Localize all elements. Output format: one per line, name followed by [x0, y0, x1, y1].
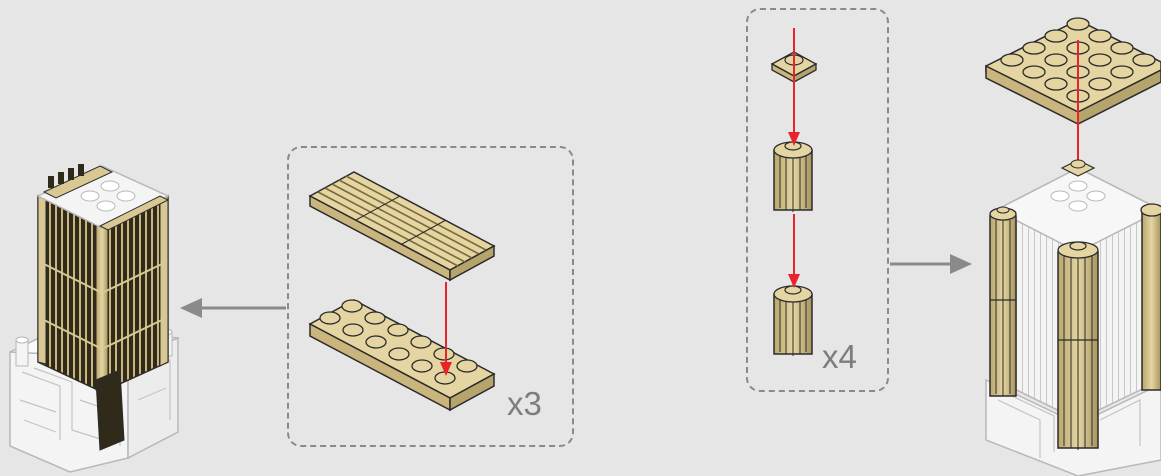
- quantity-multiplier-right: x4: [822, 338, 857, 375]
- red-placement-arrow-left: [440, 282, 452, 376]
- quantity-multiplier-left: x3: [507, 385, 542, 422]
- connector-arrow-right: [890, 254, 972, 274]
- tan-tile-1x6: [308, 171, 496, 282]
- connector-arrow-left: [180, 298, 286, 318]
- red-placement-arrow-right: [788, 28, 800, 288]
- tan-plate-4x4: [985, 17, 1161, 126]
- substep-callout-right: [746, 8, 889, 392]
- tan-column-upper: [773, 141, 813, 212]
- substep-callout-left: [287, 146, 574, 447]
- tan-plate-1x6: [308, 299, 496, 412]
- tan-column-lower: [773, 285, 813, 356]
- left-tower-model: [9, 164, 179, 473]
- right-tower-model: [985, 159, 1161, 476]
